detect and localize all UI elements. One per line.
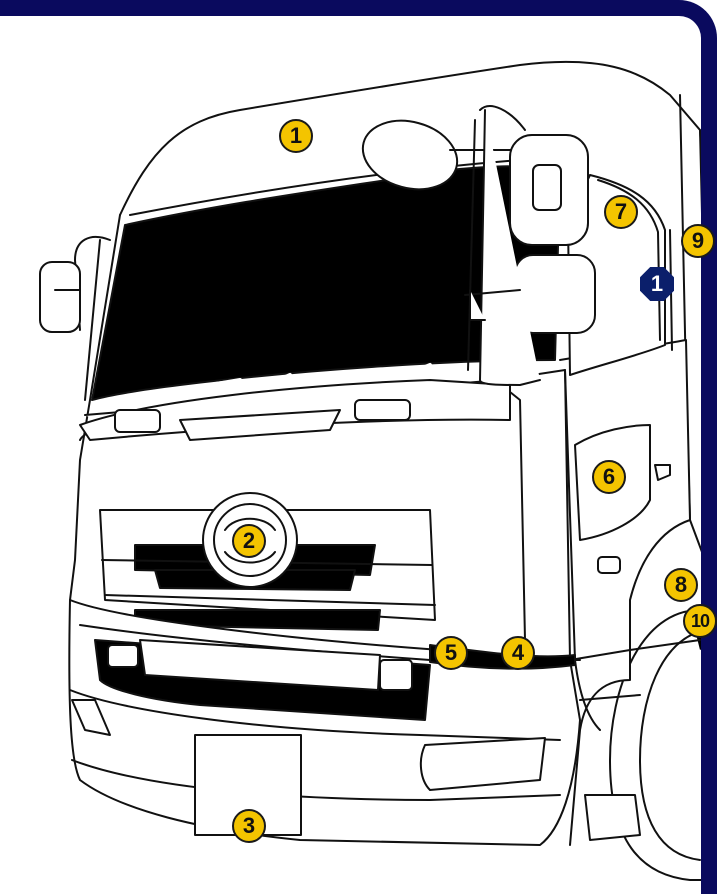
callout-badge-9[interactable]: 9 <box>681 224 715 258</box>
callout-badge-2[interactable]: 2 <box>232 524 266 558</box>
callout-badge-1-roof[interactable]: 1 <box>279 119 313 153</box>
callout-badge-4[interactable]: 4 <box>501 636 535 670</box>
callout-badge-7[interactable]: 7 <box>604 195 638 229</box>
callout-badge-8[interactable]: 8 <box>664 568 698 602</box>
callout-badge-3[interactable]: 3 <box>232 809 266 843</box>
callout-badge-6[interactable]: 6 <box>592 460 626 494</box>
grille <box>100 493 435 630</box>
callout-badge-10[interactable]: 10 <box>683 604 717 638</box>
callout-badge-5[interactable]: 5 <box>434 636 468 670</box>
